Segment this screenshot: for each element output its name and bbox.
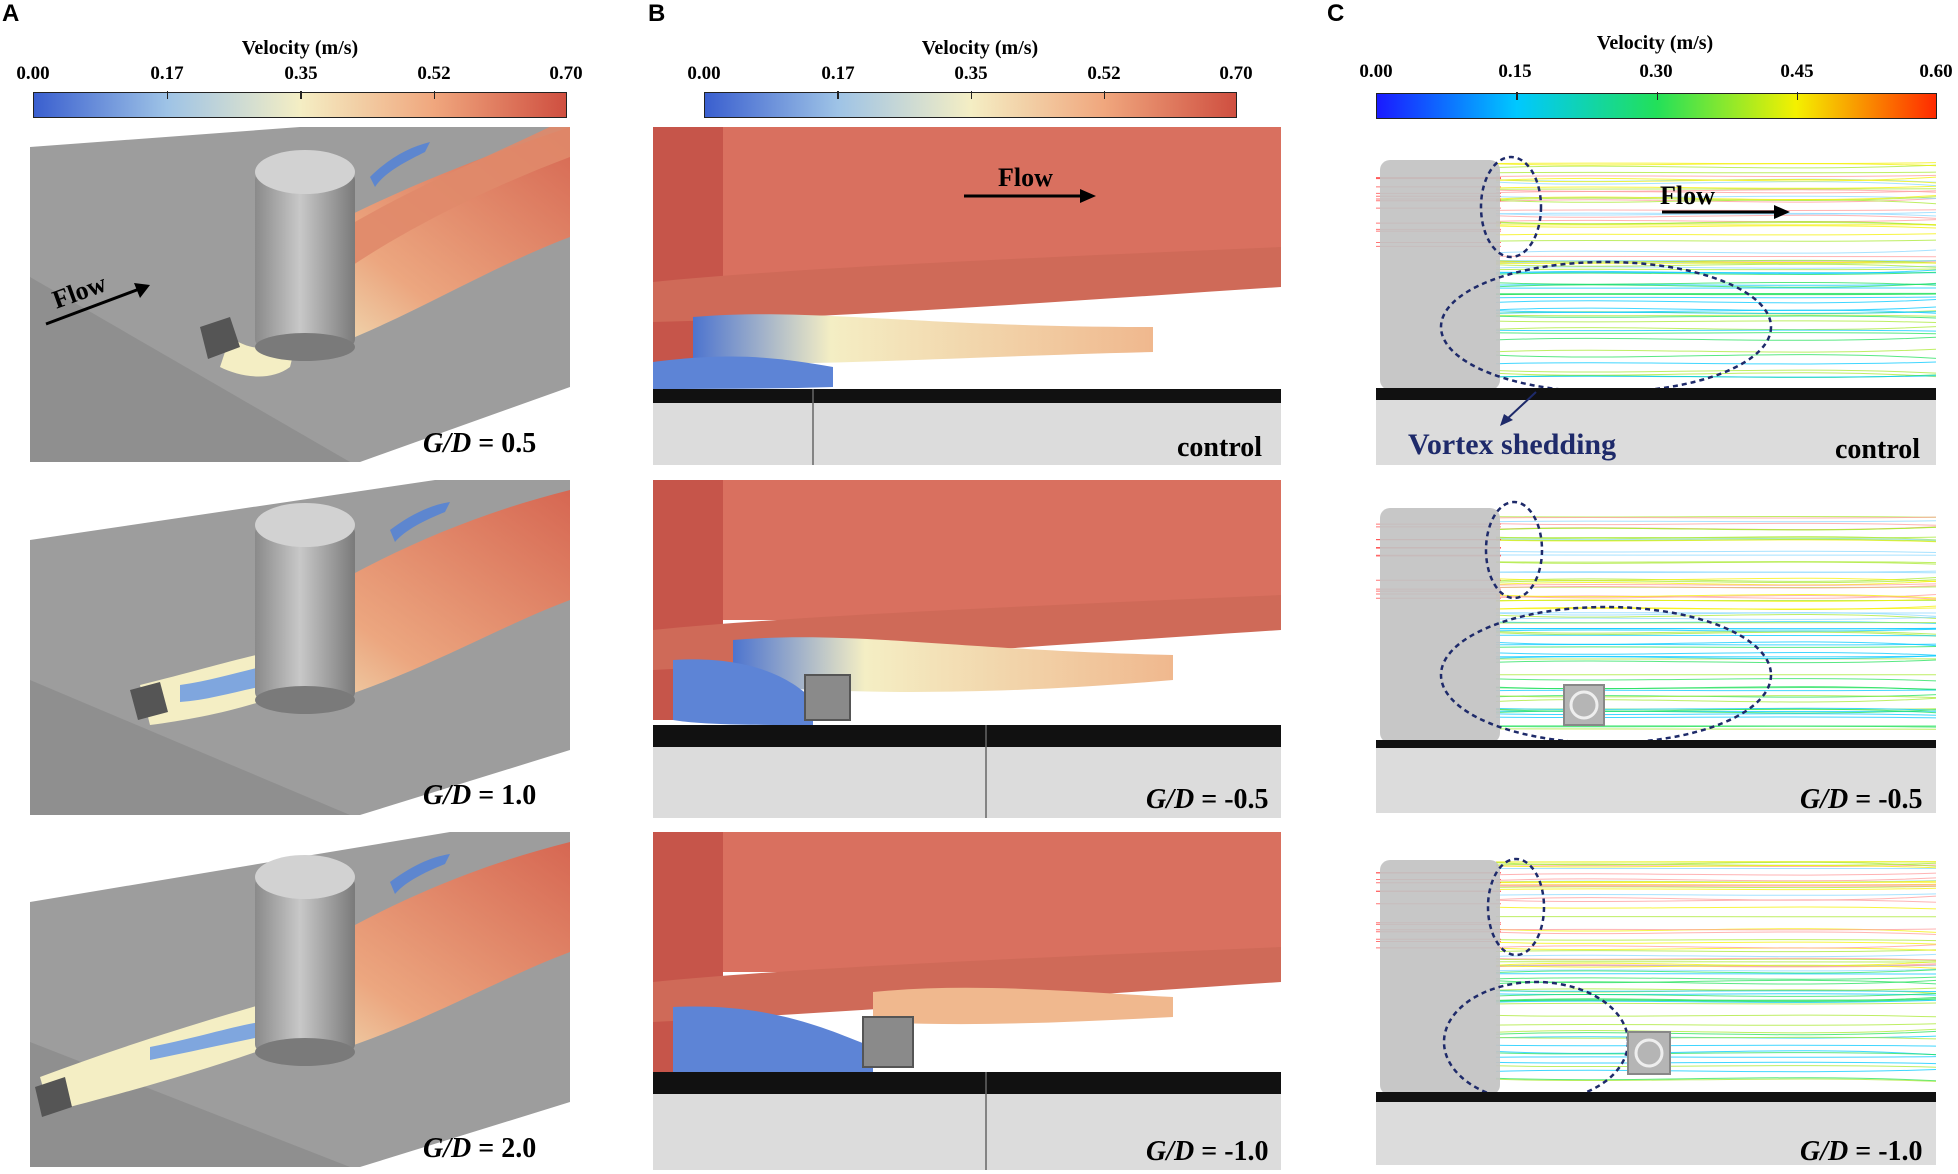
colorbar-tick-mark (166, 91, 168, 99)
colorbar-a-tick-3: 0.52 (417, 63, 451, 84)
colorbar-b-tick-1: 0.17 (821, 63, 855, 84)
panel-a-image-3 (30, 832, 570, 1167)
panel-c-vortex-label: Vortex shedding (1408, 428, 1617, 461)
panel-letter-b: B (648, 0, 666, 27)
colorbar-c-tick-3: 0.45 (1780, 61, 1814, 82)
panel-c-image-1 (1376, 152, 1936, 465)
colorbar-tick-mark (300, 91, 302, 99)
colorbar-a-tick-1: 0.17 (150, 63, 184, 84)
panel-a-case-3-label: G/D = 2.0 (423, 1133, 537, 1164)
colorbar-b-tick-0: 0.00 (687, 63, 721, 84)
panel-c-case-2-label: G/D = -0.5 (1800, 784, 1923, 815)
panel-a-image-2 (30, 480, 570, 815)
panel-b-image-2 (653, 480, 1281, 818)
panel-a-image-1 (30, 127, 570, 462)
colorbar-c-tick-4: 0.60 (1919, 61, 1953, 82)
colorbar-tick-mark (837, 91, 839, 99)
panel-c-image-2 (1376, 500, 1936, 813)
colorbar-tick-mark (1656, 92, 1658, 100)
panel-b-case-3-label: G/D = -1.0 (1146, 1136, 1269, 1167)
colorbar-a-title: Velocity (m/s) (241, 37, 359, 59)
colorbar-a-tick-0: 0.00 (16, 63, 50, 84)
panel-a-flow-arrow (45, 283, 150, 326)
colorbar-tick-mark (1103, 91, 1106, 99)
panel-c-case-1-label: control (1835, 434, 1921, 465)
colorbar-b-gradient (704, 91, 1237, 118)
panel-letter-a: A (2, 0, 20, 27)
panel-b-image-3 (653, 832, 1281, 1170)
colorbar-c-tick-2: 0.30 (1639, 61, 1673, 82)
colorbar-b-tick-3: 0.52 (1087, 63, 1121, 84)
colorbar-b-tick-2: 0.35 (954, 63, 988, 84)
colorbar-c-gradient (1376, 92, 1937, 119)
panel-c-flow-label: Flow (1660, 181, 1715, 210)
panel-b-image-1 (653, 127, 1281, 465)
panel-letter-c: C (1327, 0, 1345, 27)
panel-c-flow-arrow (1662, 205, 1790, 219)
colorbar-tick-mark (1516, 92, 1518, 100)
colorbar-b-title: Velocity (m/s) (921, 37, 1039, 59)
colorbar-tick-mark (970, 91, 972, 99)
colorbar-tick-mark (1796, 92, 1799, 100)
panel-b-flow-arrow (964, 189, 1096, 203)
colorbar-tick-mark (433, 91, 435, 99)
colorbar-c-tick-1: 0.15 (1498, 61, 1532, 82)
panel-a-case-1-label: G/D = 0.5 (423, 428, 537, 459)
colorbar-a-tick-2: 0.35 (284, 63, 318, 84)
panel-a-case-2-label: G/D = 1.0 (423, 780, 537, 811)
colorbar-c-title: Velocity (m/s) (1596, 32, 1714, 54)
panel-c-image-3 (1376, 852, 1936, 1165)
colorbar-c-tick-0: 0.00 (1359, 61, 1393, 82)
panel-c-case-3-label: G/D = -1.0 (1800, 1136, 1923, 1167)
panel-b-case-1-label: control (1177, 432, 1263, 463)
panel-b-case-2-label: G/D = -0.5 (1146, 784, 1269, 815)
panel-b-flow-label: Flow (998, 163, 1053, 192)
colorbar-a-gradient (33, 91, 567, 118)
colorbar-b-tick-4: 0.70 (1219, 63, 1253, 84)
colorbar-a-tick-4: 0.70 (549, 63, 583, 84)
